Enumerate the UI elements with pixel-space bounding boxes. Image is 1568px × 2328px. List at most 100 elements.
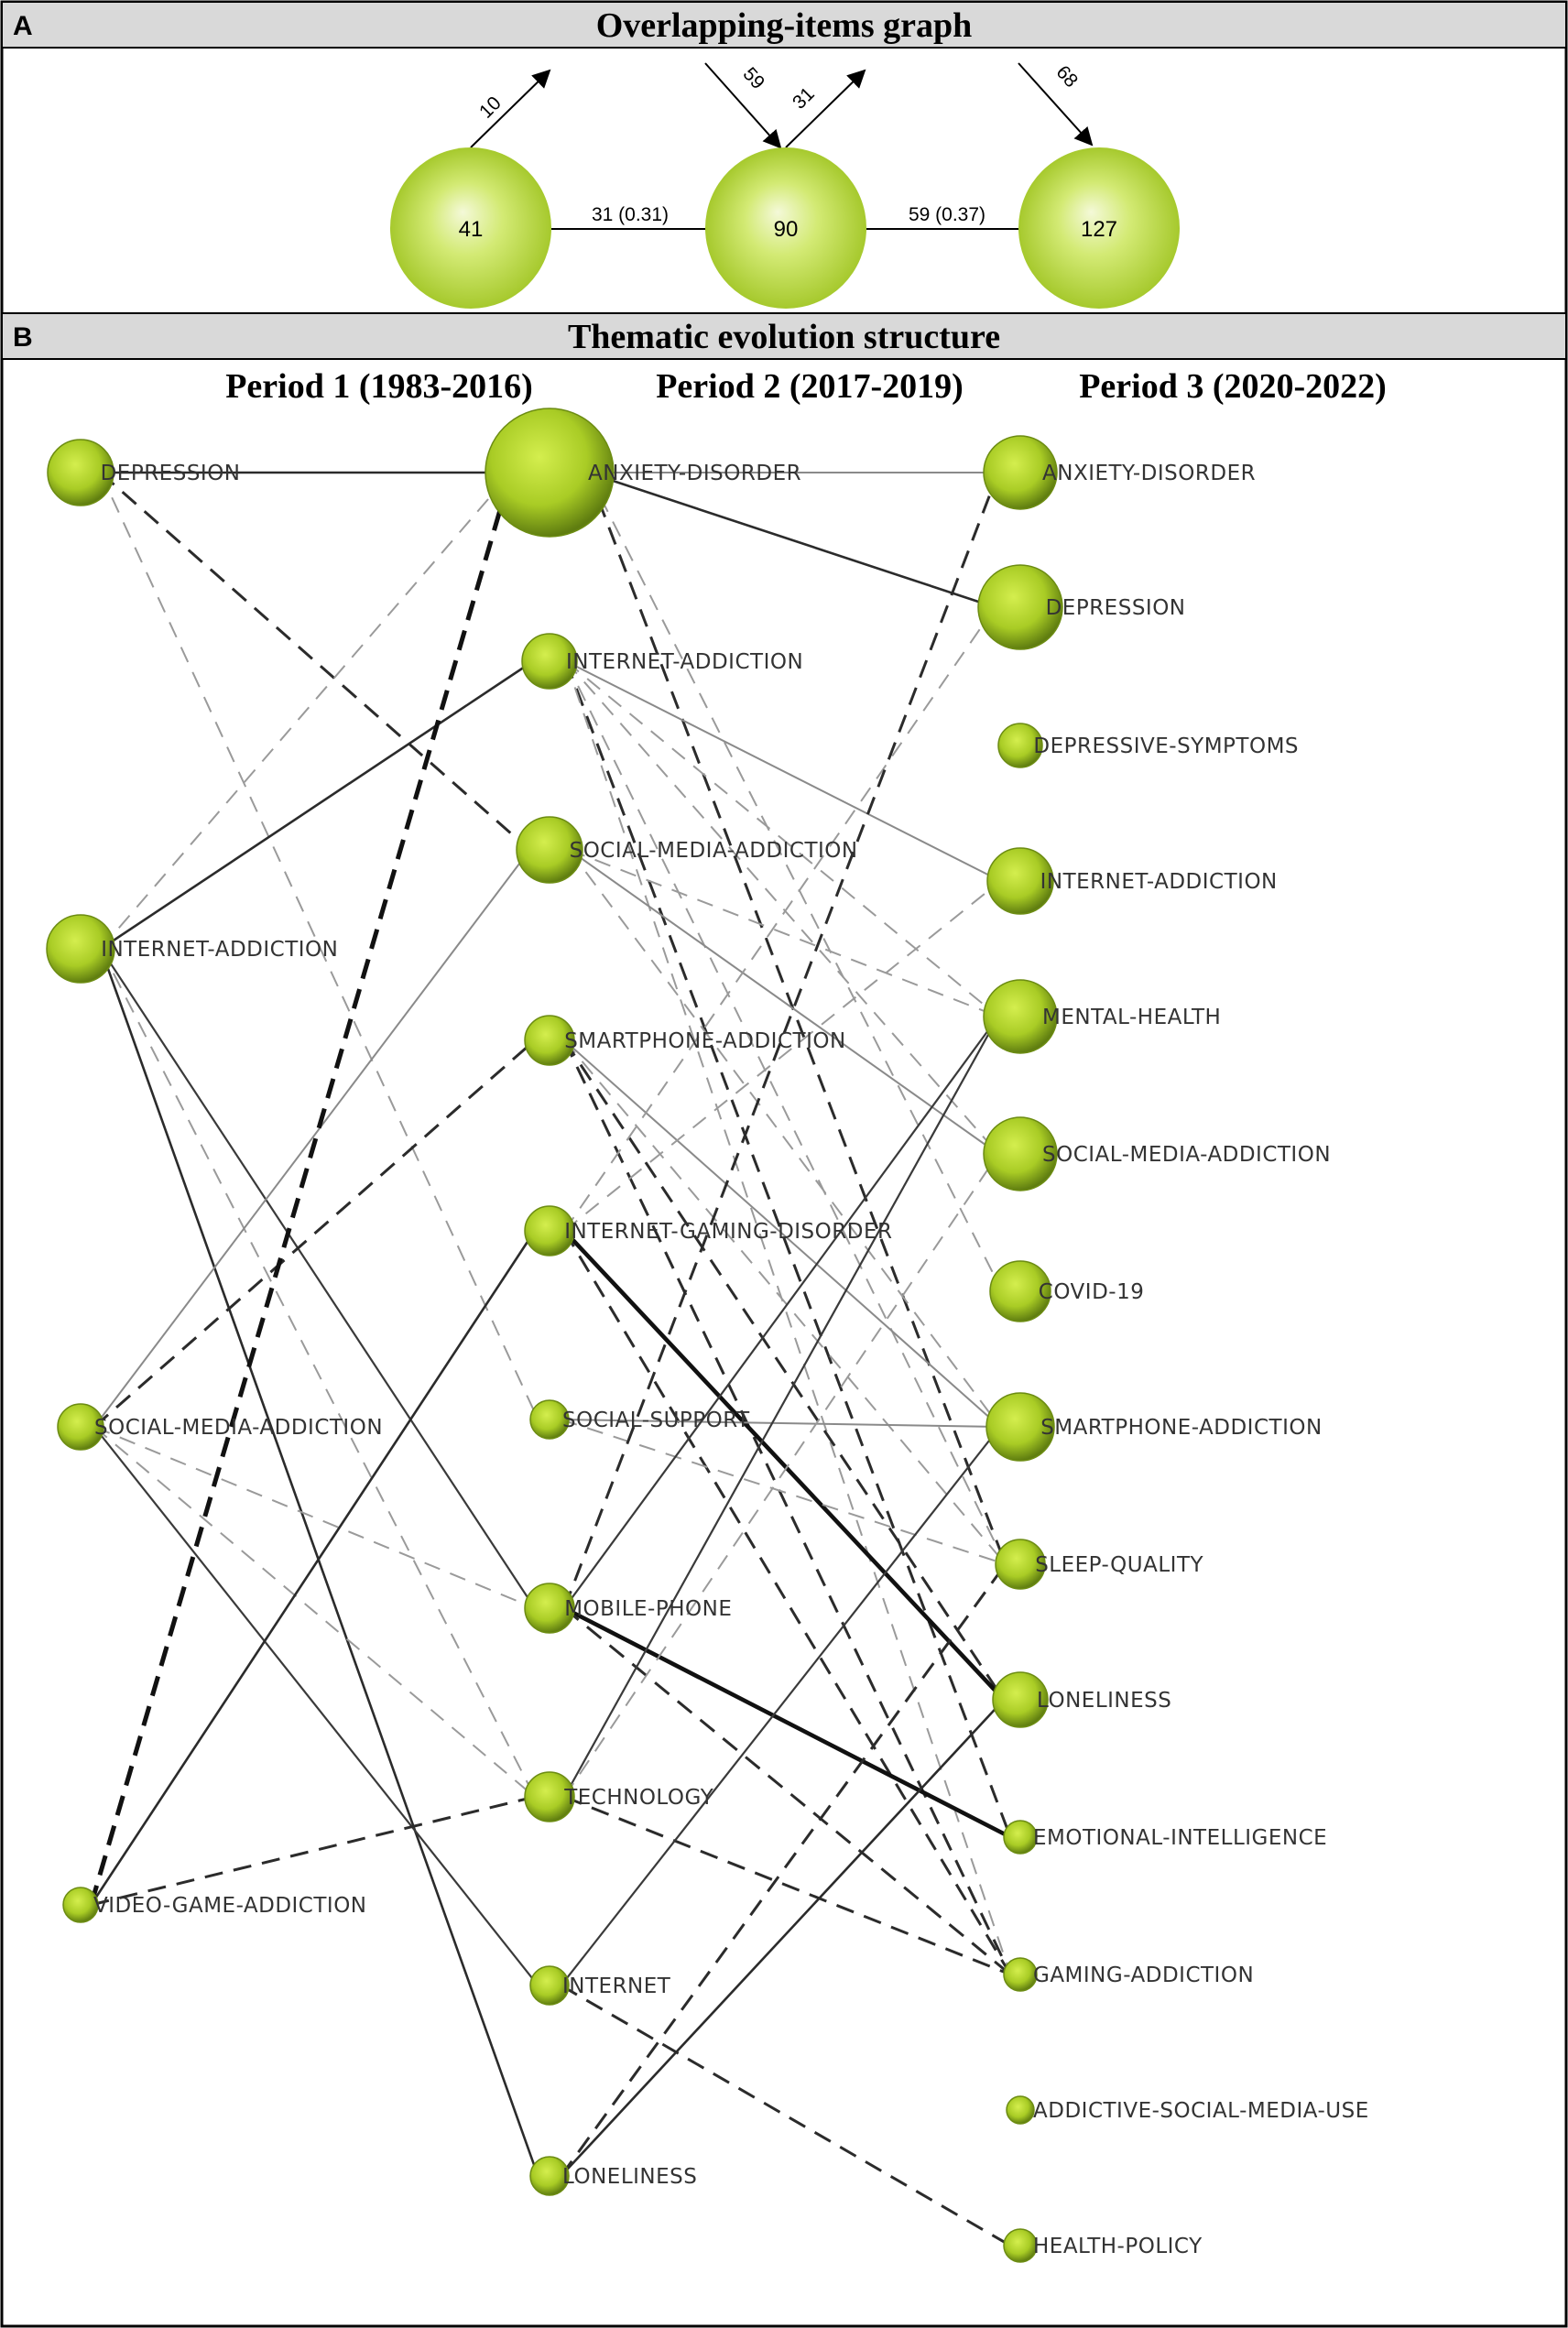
period-node-3 (1018, 147, 1180, 309)
link-p2_igd-to-p3_lon (562, 1229, 1006, 1702)
link-p1_ia-to-p2_mp (100, 948, 536, 1609)
theme-node-p1_vga (62, 1887, 99, 1923)
link-p1_ia-to-p2_lon (99, 948, 539, 2177)
theme-node-p2_lon (529, 2156, 570, 2196)
period-node-1-count: 41 (459, 217, 484, 242)
link-p2_sma-to-p3_mh (569, 849, 999, 1017)
theme-node-p3_hp (1003, 2228, 1038, 2263)
theme-node-p2_ss (529, 1399, 570, 1440)
theme-node-p1_ia (46, 914, 115, 984)
theme-label-p3_asmu: ADDICTIVE-SOCIAL-MEDIA-USE (1033, 2099, 1369, 2123)
theme-node-p3_ad (983, 435, 1058, 510)
flow-arrow-out-p2 (785, 69, 866, 148)
flow-arrow-out-p1 (470, 69, 551, 148)
theme-node-p2_sma (516, 816, 583, 884)
link-p2_igd-to-p3_ia (563, 880, 1002, 1232)
theme-label-p3_dep: DEPRESSION (1046, 596, 1186, 620)
link-p1_ia-to-p2_ia (100, 659, 534, 951)
theme-node-p3_ei (1003, 1820, 1038, 1855)
link-p2_int-to-p3_spa (560, 1426, 1001, 1986)
evolution-nodes: DEPRESSION INTERNET-ADDICTION SOCIAL-MEDIA… (46, 408, 1369, 2263)
link-p2_tech-to-p3_sma (563, 1153, 999, 1798)
link-p2_spa-to-p3_ga (562, 1039, 1012, 1975)
panel-b: B Thematic evolution structure Period 1 … (1, 312, 1567, 2263)
link-p2_int-to-p3_hp (560, 1984, 1011, 2247)
link-p2_ia-to-p3_mh (565, 660, 999, 1017)
panel-a-header (1, 1, 1567, 49)
theme-label-p1_dep: DEPRESSION (101, 462, 241, 485)
evolution-links (89, 471, 1012, 2247)
theme-label-p3_ei: EMOTIONAL-INTELLIGENCE (1033, 1826, 1327, 1850)
theme-label-p3_hp: HEALTH-POLICY (1033, 2235, 1203, 2258)
flow-arrow-in-p3 (1018, 62, 1094, 147)
theme-node-p3_lon (992, 1671, 1049, 1728)
theme-label-p2_lon: LONELINESS (562, 2165, 697, 2189)
theme-node-p2_spa (524, 1015, 575, 1066)
theme-label-p3_sq: SLEEP-QUALITY (1035, 1553, 1203, 1577)
link-p1_ia-to-p2_ad (100, 472, 512, 950)
theme-node-p2_int (529, 1965, 570, 2006)
theme-node-p2_mp (524, 1583, 575, 1634)
period-node-2-count: 90 (774, 217, 799, 242)
theme-label-p3_sma: SOCIAL-MEDIA-ADDICTION (1042, 1143, 1331, 1167)
link-p1_sma-to-p2_spa (93, 1039, 536, 1429)
period-2-heading: Period 2 (2017-2019) (656, 367, 964, 406)
theme-label-p1_ia: INTERNET-ADDICTION (101, 938, 338, 962)
theme-node-p2_ad (485, 408, 615, 538)
panel-a: A Overlapping-items graph 10 59 31 68 31… (1, 1, 1567, 309)
theme-label-p2_ad: ANXIETY-DISORDER (588, 462, 801, 485)
period-3-heading: Period 3 (2020-2022) (1079, 367, 1387, 406)
panel-b-header (1, 312, 1567, 360)
theme-label-p3_ad: ANXIETY-DISORDER (1042, 462, 1256, 485)
link-p2_ia-to-p3_ga (565, 660, 1012, 1975)
theme-label-p3_cov: COVID-19 (1039, 1280, 1145, 1304)
theme-node-p3_sq (995, 1539, 1046, 1590)
theme-node-p3_mh (983, 979, 1058, 1054)
link-p1_vga-to-p2_igd (90, 1230, 536, 1906)
link-p1_sma-to-p2_tech (93, 1426, 536, 1798)
link-p2_ia-to-p3_ei (564, 660, 1012, 1838)
link-p2_ia-to-p3_sq (565, 660, 1007, 1565)
theme-node-p3_asmu (1006, 2095, 1035, 2125)
link-p2_sma-to-p3_spa (568, 849, 1001, 1428)
period-node-2 (705, 147, 866, 309)
link-p1_vga-to-p2_tech (91, 1795, 536, 1907)
link-p1_sma-to-p2_mp (93, 1426, 536, 1609)
theme-label-p3_ga: GAMING-ADDICTION (1033, 1964, 1254, 1987)
theme-node-p3_sma (983, 1116, 1058, 1191)
link-p2_mp-to-p3_ad (562, 472, 1000, 1609)
link-p2_ad-to-p3_dep (587, 471, 996, 609)
link-p2_sma-to-p3_sma (569, 849, 999, 1155)
link-p2_ia-to-p3_ia (565, 660, 1001, 882)
period-1-heading: Period 1 (1983-2016) (225, 367, 533, 406)
link-p2_tech-to-p3_mh (563, 1016, 999, 1798)
link-p1_vga-to-p2_ad (89, 472, 514, 1906)
link-p2_spa-to-p3_sq (563, 1039, 1007, 1565)
theme-label-p2_tech: TECHNOLOGY (563, 1786, 714, 1810)
theme-label-p3_ds: DEPRESSIVE-SYMPTOMS (1033, 734, 1299, 758)
link-p2_mp-to-p3_ei (563, 1605, 1012, 1840)
theme-label-p3_ia: INTERNET-ADDICTION (1040, 870, 1278, 894)
link-p1_sma-to-p2_sma (93, 849, 531, 1428)
theme-label-p1_sma: SOCIAL-MEDIA-ADDICTION (94, 1416, 383, 1440)
theme-node-p3_dep (977, 564, 1063, 650)
link-p1_sma-to-p2_int (93, 1426, 539, 1986)
link-p1_ia-to-p2_tech (100, 948, 536, 1798)
theme-node-p1_sma (57, 1403, 104, 1451)
link-p2_lon-to-p3_sq (560, 1563, 1007, 2177)
theme-node-p2_igd (524, 1205, 575, 1256)
link-p2_tech-to-p3_ga (563, 1795, 1011, 1976)
theme-label-p2_ss: SOCIAL-SUPPORT (562, 1409, 750, 1432)
theme-node-p1_dep (47, 439, 114, 506)
flow-label-p1-p2: 31 (0.31) (592, 204, 669, 225)
link-p2_ss-to-p3_sq (561, 1419, 1007, 1565)
flow-label-out-p2: 31 (789, 83, 819, 114)
theme-label-p3_lon: LONELINESS (1037, 1689, 1171, 1713)
period-node-3-count: 127 (1081, 217, 1117, 242)
link-p2_mp-to-p3_mh (563, 1016, 999, 1609)
link-p2_ia-to-p3_sma (565, 660, 999, 1155)
link-p2_mp-to-p3_ga (563, 1606, 1012, 1976)
link-p1_dep-to-p2_sma (99, 471, 531, 852)
theme-node-p3_ds (997, 723, 1043, 768)
theme-node-p3_ga (1003, 1957, 1038, 1992)
